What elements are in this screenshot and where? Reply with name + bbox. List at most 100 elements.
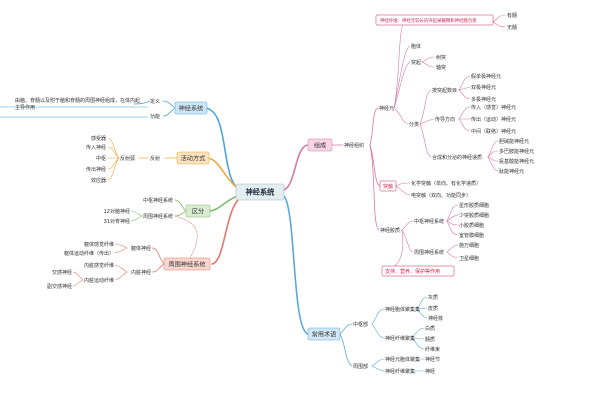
sympathetic-nerve: 交感神经 (52, 269, 72, 276)
reflex-label: 反射 (150, 155, 160, 162)
afferent-neuron: 传入（感觉）神经元 (471, 104, 516, 111)
branch-peripheral-label: 周围神经系统 (168, 260, 205, 268)
branch-peripheral-box[interactable] (163, 257, 211, 271)
edge-center-terms (283, 195, 309, 335)
ependymal-cell: 室管膜细胞 (459, 232, 484, 239)
reflex-part-1: 感受器 (91, 135, 106, 142)
fiber-unmyelinated: 无髓 (507, 24, 517, 31)
branch-division-box[interactable] (185, 204, 211, 218)
glia-central: 中枢神经系统 (414, 218, 444, 225)
axon-label: 树突 (436, 54, 446, 61)
branch-activity-box[interactable] (176, 151, 210, 165)
oligodendrocyte: 少突胶质细胞 (459, 212, 489, 219)
cholinergic-neuron: 胆碱能神经元 (499, 138, 529, 145)
visceral-motor: 内脏运动纤维 (84, 277, 114, 284)
branch-activity-label: 活动方式 (181, 154, 206, 162)
reflex-part-3: 中枢 (96, 155, 106, 162)
reflex-arc-label: 反射弧 (120, 155, 135, 162)
bipolar-neuron: 双极神经元 (471, 84, 496, 91)
fiber-myelinated: 有髓 (507, 12, 517, 19)
nerve-cluster: 神经纤维聚集 (385, 368, 415, 375)
somatic-motor: 躯体运动纤维（传出） (64, 250, 114, 257)
unipolar-neuron: 假单极神经元 (471, 73, 501, 80)
glia-peripheral: 周围神经系统 (414, 249, 444, 256)
edge-center-composition (283, 144, 309, 191)
by-process-count: 按突起数目 (432, 87, 457, 94)
function-label: 功能 (150, 113, 160, 120)
division-cranial: 12对脑神经 (104, 208, 130, 215)
chemical-synapse: 化学突触（单向、有化学递质） (411, 180, 481, 187)
nerve: 神经 (425, 368, 435, 375)
nerve-tissue: 神经组织 (344, 142, 364, 149)
process-label: 突起 (411, 59, 421, 66)
somatic-nerve: 躯体神经 (131, 245, 151, 252)
interneuron: 中间（联络）神经元 (471, 128, 516, 135)
branch-activity: 活动方式 反射 反射弧 感受器 传入神经 中枢 传出神经 效应器 (86, 135, 210, 184)
white-cluster: 神经纤维聚集 (385, 335, 415, 342)
gray-cluster: 神经胞体聚集集 (385, 306, 420, 313)
visceral-sensory: 内脏感觉纤维 (84, 262, 114, 269)
amino-acid-neuron: 氨基酸能神经元 (499, 158, 534, 165)
astrocyte: 星形胶质细胞 (459, 202, 489, 209)
nucleus: 神经核 (428, 315, 443, 322)
glia-function: 支持、营养、保护等作用 (385, 268, 440, 275)
branch-nervous-system-label: 神经系统 (179, 104, 204, 112)
microglia: 小胶质细胞 (459, 222, 484, 229)
dendrite-label: 轴突 (436, 64, 446, 71)
edges (0, 14, 506, 372)
edge-center-activity (207, 157, 241, 191)
synapse-box (379, 180, 397, 192)
ganglion-cluster: 神经元胞体聚集 (385, 356, 420, 363)
edge-center-peripheral (211, 197, 241, 265)
division-central: 中枢神经系统 (143, 197, 173, 204)
by-conduction: 传导方向 (435, 116, 455, 123)
division-spinal: 31对脊神经 (104, 218, 130, 225)
branch-terms-box[interactable] (307, 327, 341, 341)
branch-division-label: 区分 (192, 207, 204, 215)
by-transmitter: 合成和分泌的神经递质 (432, 154, 482, 161)
division-peripheral: 周围神经系统 (143, 213, 173, 220)
satellite-cell: 卫星细胞 (459, 255, 479, 262)
efferent-neuron: 传出（运动）神经元 (471, 116, 516, 123)
definition-label: 定义 (150, 98, 160, 105)
center-node-label: 神经系统 (246, 188, 276, 197)
cortex: 皮质 (428, 305, 438, 312)
gray-matter: 灰质 (428, 294, 438, 301)
definition-text-line-1: 由脑、脊髓以及附于脑和脊髓的周围神经组成，在体内起 (15, 97, 140, 104)
branch-terms: 常用术语 中枢部 神经胞体聚集集 灰质 皮质 神经核 神经纤维聚集 白质 髓质 … (307, 294, 443, 375)
fiber-tract: 纤维束 (425, 346, 440, 353)
branch-nervous-system-box[interactable] (174, 101, 208, 115)
branch-nervous-system: 神经系统 定义 功能 由脑、脊髓以及附于脑和脊髓的周围神经组成，在体内起 主导作… (15, 97, 208, 120)
classification-label: 分类 (409, 121, 419, 128)
central-part: 中枢部 (353, 321, 368, 328)
electrical-synapse: 电突触（双向、功能同步） (411, 192, 471, 199)
glia-function-box (381, 265, 455, 277)
somatic-sensory: 躯体感觉纤维 (84, 241, 114, 248)
ganglion: 神经节 (425, 356, 440, 363)
branch-composition-box[interactable] (307, 138, 333, 152)
definition-text-line-2: 主导作用 (15, 104, 35, 111)
reflex-part-2: 传入神经 (86, 144, 106, 151)
parasympathetic-nerve: 副交感神经 (47, 283, 72, 290)
schwann-cell: 施万细胞 (459, 242, 479, 249)
visceral-nerve: 内脏神经 (131, 269, 151, 276)
glia-label: 神经胶质 (380, 227, 400, 234)
peptidergic-neuron: 肽能神经元 (499, 168, 524, 175)
center-node[interactable]: 神经系统 (235, 183, 285, 201)
medulla: 髓质 (425, 336, 435, 343)
dopaminergic-neuron: 多巴胺能神经元 (499, 148, 534, 155)
reflex-part-5: 效应器 (91, 177, 106, 184)
synapse-label: 突触 (383, 183, 393, 190)
cell-body-label: 胞体 (411, 43, 421, 50)
nerve-fiber-box (375, 14, 494, 26)
peripheral-part: 周围部 (353, 363, 368, 370)
reflex-part-4: 传出神经 (86, 166, 106, 173)
branch-terms-label: 常用术语 (312, 330, 337, 338)
branch-composition-label: 组成 (314, 141, 326, 149)
multipolar-neuron: 多极神经元 (471, 96, 496, 103)
branch-peripheral: 周围神经系统 躯体神经 内脏神经 躯体感觉纤维 躯体运动纤维（传出） 内脏感觉纤… (47, 241, 211, 290)
white-matter: 白质 (425, 325, 435, 332)
neuron-label: 神经元 (379, 105, 394, 112)
branch-division: 区分 中枢神经系统 周围神经系统 12对脑神经 31对脊神经 (104, 197, 211, 225)
